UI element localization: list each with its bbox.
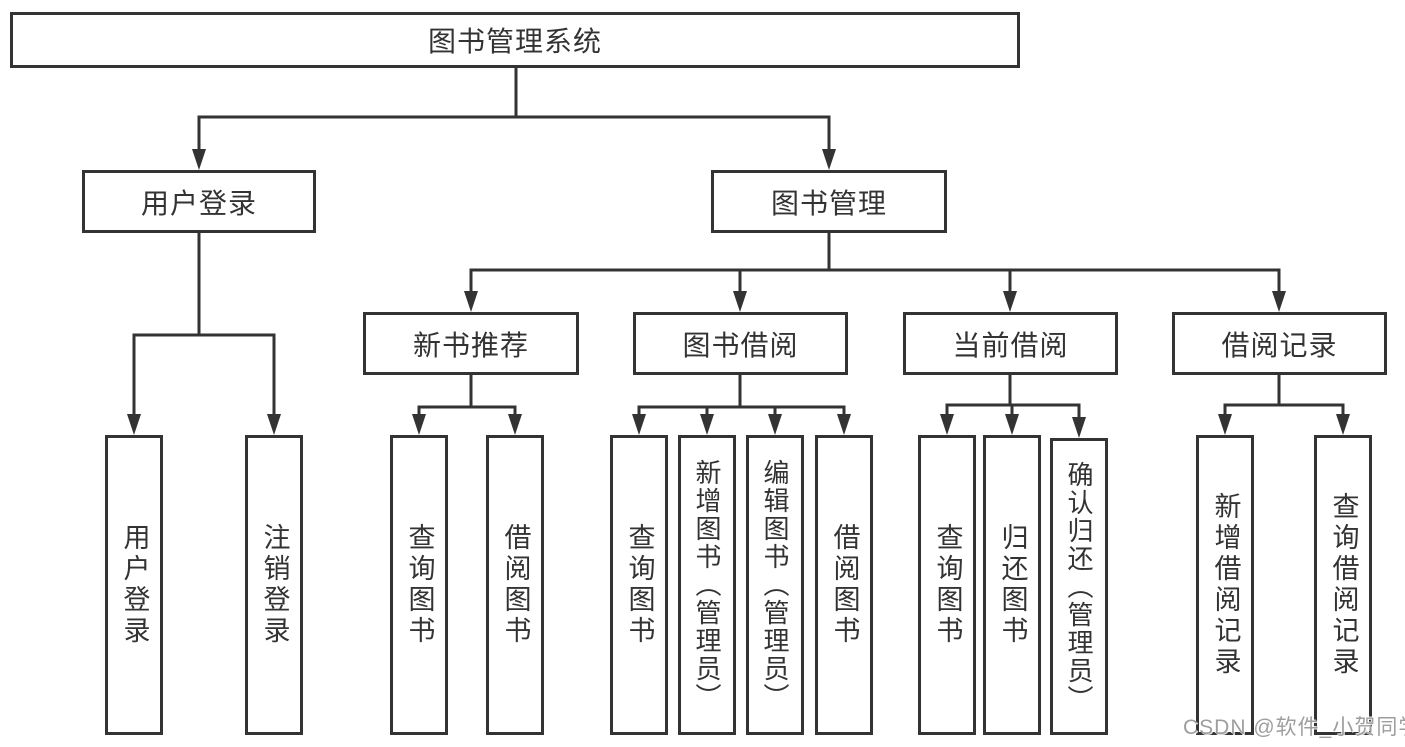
connector-records-to-leaves: [1218, 373, 1350, 435]
node-book-borrow: 图书借阅: [633, 312, 848, 375]
leaf-borrow-add-books-admin: 新增图书（管理员）: [678, 435, 736, 735]
connector-bookmgmt-to-level3: [464, 231, 1286, 312]
node-user-login: 用户登录: [82, 170, 316, 233]
node-current-borrow: 当前借阅: [903, 312, 1118, 375]
leaf-newbook-borrow-books: 借阅图书: [486, 435, 544, 735]
leaf-current-return-books: 归还图书: [983, 435, 1041, 735]
leaf-newbook-query-books: 查询图书: [390, 435, 448, 735]
node-borrow-records: 借阅记录: [1172, 312, 1387, 375]
leaf-current-confirm-return-admin: 确认归还（管理员）: [1050, 438, 1108, 735]
leaf-records-query-record: 查询借阅记录: [1314, 435, 1372, 735]
leaf-borrow-borrow-books: 借阅图书: [815, 435, 873, 735]
connector-root-to-level2: [192, 64, 836, 170]
node-root-system: 图书管理系统: [10, 12, 1020, 68]
leaf-current-query-books: 查询图书: [918, 435, 976, 735]
connector-currentborrow-to-leaves: [940, 373, 1086, 438]
leaf-user-login: 用户登录: [105, 435, 163, 735]
node-new-book-recommend: 新书推荐: [363, 312, 579, 375]
leaf-logout: 注销登录: [245, 435, 303, 735]
connector-newbook-to-leaves: [412, 373, 522, 435]
node-book-management: 图书管理: [711, 170, 947, 233]
connector-userlogin-to-leaves: [127, 231, 281, 435]
connector-bookborrow-to-leaves: [632, 373, 851, 435]
leaf-records-add-record: 新增借阅记录: [1196, 435, 1254, 735]
leaf-borrow-edit-books-admin: 编辑图书（管理员）: [746, 435, 804, 735]
leaf-borrow-query-books: 查询图书: [610, 435, 668, 735]
csdn-watermark: CSDN @软件_小贺同学: [1183, 716, 1405, 739]
